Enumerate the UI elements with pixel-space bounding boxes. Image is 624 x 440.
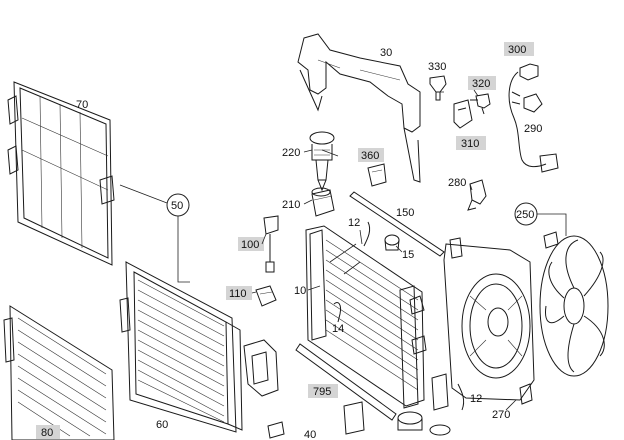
label-210: 210 <box>282 199 300 211</box>
label-80-box <box>36 425 60 439</box>
label-15: 15 <box>402 249 414 261</box>
label-10: 10 <box>294 285 306 297</box>
label-330: 330 <box>428 61 446 73</box>
part-280-bracket <box>467 179 487 211</box>
part-100-sensor <box>263 215 279 273</box>
label-280: 280 <box>448 177 466 189</box>
part-10-radiator <box>305 225 427 409</box>
label-795: 795 <box>313 386 331 398</box>
label-100-box <box>238 237 264 251</box>
label-30: 30 <box>380 47 392 59</box>
label-40: 40 <box>304 429 316 440</box>
part-15-cap <box>384 234 400 251</box>
label-310: 310 <box>461 138 479 150</box>
part-330-bolt <box>429 75 447 101</box>
part-30-bracket <box>297 33 421 183</box>
label-250: 250 <box>516 209 534 221</box>
part-40-bracket <box>243 339 451 439</box>
part-12-hose-lower <box>457 383 465 411</box>
part-80-radiator <box>3 305 115 440</box>
part-150-rod <box>349 191 445 257</box>
label-70: 70 <box>76 99 88 111</box>
part-360-clip <box>367 163 387 187</box>
part-310-holder <box>453 99 473 129</box>
label-220: 220 <box>282 147 300 159</box>
part-250-fan <box>539 231 609 377</box>
label-60: 60 <box>156 419 168 431</box>
label-300-box <box>504 42 534 56</box>
label-360-box <box>358 148 384 162</box>
label-270: 270 <box>492 409 510 421</box>
label-14: 14 <box>332 323 344 335</box>
part-320-clip <box>470 93 491 115</box>
part-220-mount <box>309 131 335 192</box>
part-70-frame <box>7 81 115 266</box>
part-210-bushing <box>311 187 335 217</box>
part-60-condenser <box>119 261 243 433</box>
part-14-clip <box>333 301 341 323</box>
label-50: 50 <box>171 200 183 212</box>
label-12-lower: 12 <box>470 393 482 405</box>
label-310-box <box>456 136 486 150</box>
label-795-box <box>308 384 338 398</box>
part-110-connector <box>255 285 277 307</box>
part-270-shroud <box>443 237 535 405</box>
label-360: 360 <box>361 150 379 162</box>
label-100: 100 <box>241 239 259 251</box>
part-12-hose-upper <box>363 221 371 247</box>
label-110: 110 <box>229 288 247 300</box>
label-320-box <box>468 76 496 90</box>
label-320: 320 <box>472 78 490 90</box>
part-300-sensor <box>508 63 559 173</box>
label-300: 300 <box>508 44 526 56</box>
label-110-box <box>226 286 252 300</box>
label-80: 80 <box>41 427 53 439</box>
label-150: 150 <box>396 207 414 219</box>
part-290-clamp <box>523 93 543 113</box>
part-795-seal <box>295 343 397 421</box>
label-12-upper: 12 <box>348 217 360 229</box>
label-290: 290 <box>524 123 542 135</box>
